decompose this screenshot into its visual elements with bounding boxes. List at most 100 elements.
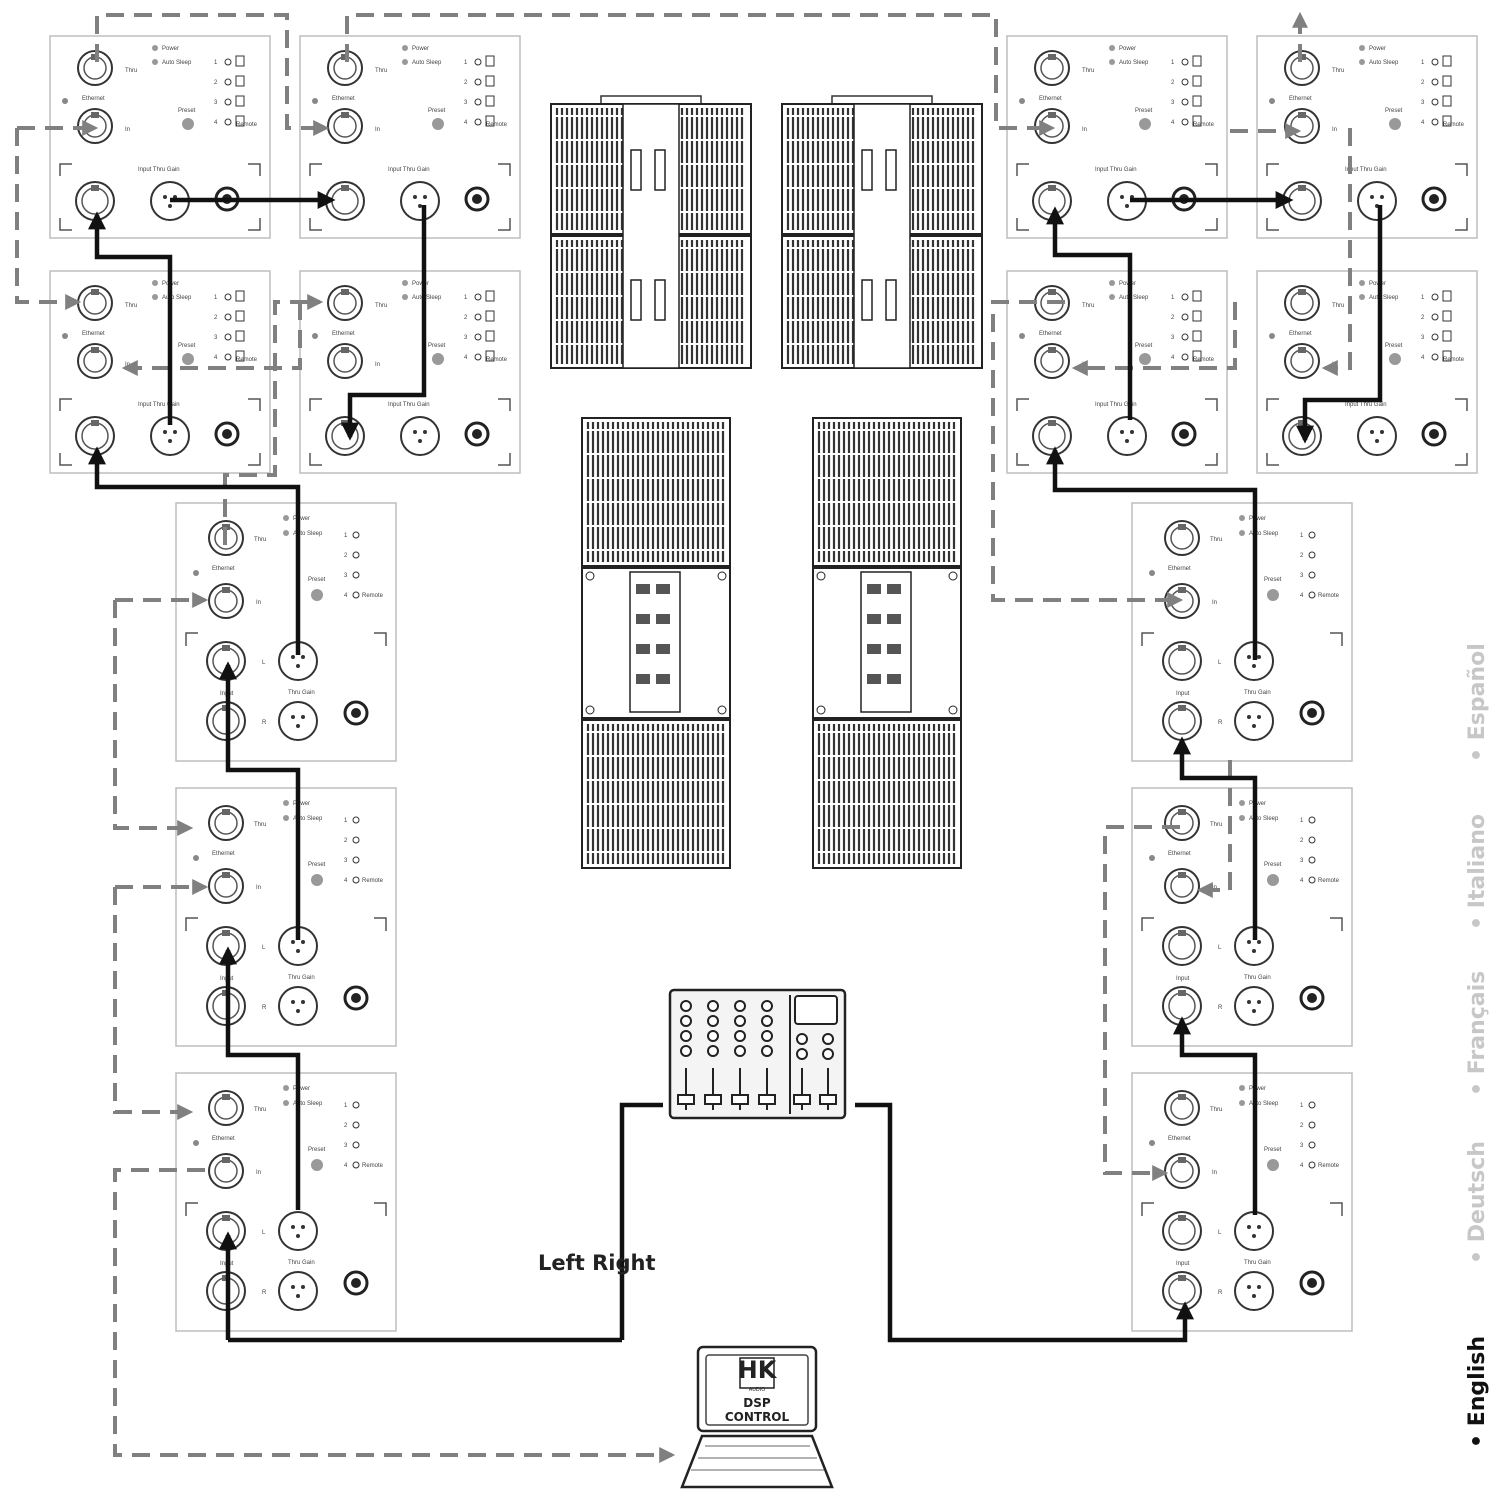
preset-number-n2: 2: [1300, 1123, 1304, 1129]
preset-label: Preset: [1264, 1147, 1282, 1153]
preset-number-n1: 1: [1421, 295, 1425, 301]
thru-gain-label: Thru Gain: [1244, 1260, 1271, 1266]
ethernet-label: Ethernet: [1039, 331, 1062, 337]
preset-number-n1: 1: [1300, 818, 1304, 824]
remote-label: Remote: [1443, 357, 1465, 363]
audio-cable-12: [1173, 736, 1258, 940]
thru-gain-label: Thru Gain: [288, 1260, 315, 1266]
preset-number-n1: 1: [344, 533, 348, 539]
ethernet-in-port: [1164, 868, 1200, 904]
ethernet-in-port: [208, 1153, 244, 1189]
preset-number-n2: 2: [1171, 315, 1175, 321]
network-cable-11: [1196, 760, 1232, 898]
sub-stack-right: [812, 417, 962, 869]
ethernet-label: Ethernet: [1289, 96, 1312, 102]
preset-number-n4: 4: [1171, 355, 1175, 361]
audio-cable-5: [219, 946, 301, 1210]
in-label: In: [375, 362, 380, 368]
preset-label: Preset: [178, 108, 196, 114]
in-label: In: [375, 127, 380, 133]
input-combo-jack: [325, 416, 365, 456]
lang-tab-francais[interactable]: • Français: [1465, 971, 1490, 1096]
gain-knob: [1299, 700, 1325, 726]
remote-label: Remote: [236, 122, 258, 128]
thru-label: Thru: [1332, 303, 1344, 309]
audio-cable-16: [1296, 205, 1383, 444]
auto-sleep-label: Auto Sleep: [162, 60, 192, 66]
power-label: Power: [1249, 1086, 1266, 1092]
input-label: Input: [1176, 691, 1190, 697]
lang-tab-espanol[interactable]: • Español: [1465, 643, 1490, 762]
preset-label: Preset: [178, 343, 196, 349]
preset-number-n3: 3: [214, 335, 218, 341]
r-label: R: [1218, 1290, 1223, 1296]
lang-tab-english[interactable]: • English: [1465, 1336, 1490, 1448]
preset-number-n3: 3: [464, 335, 468, 341]
thru-label: Thru: [1082, 303, 1094, 309]
auto-sleep-label: Auto Sleep: [293, 531, 323, 537]
preset-number-n1: 1: [1421, 60, 1425, 66]
auto-sleep-label: Auto Sleep: [1249, 531, 1279, 537]
preset-label: Preset: [1135, 108, 1153, 114]
auto-sleep-label: Auto Sleep: [1249, 1101, 1279, 1107]
in-label: In: [256, 885, 261, 891]
remote-label: Remote: [362, 878, 384, 884]
gain-knob: [1299, 985, 1325, 1011]
power-label: Power: [1249, 516, 1266, 522]
preset-number-n4: 4: [214, 120, 218, 126]
thru-r-xlr: [278, 986, 318, 1026]
lang-tab-deutsch[interactable]: • Deutsch: [1465, 1141, 1490, 1264]
network-cable-13: [223, 294, 324, 545]
ethernet-in-port: [1284, 108, 1320, 144]
input-thru-gain-label: Input Thru Gain: [138, 402, 180, 408]
preset-number-n4: 4: [1171, 120, 1175, 126]
lang-tab-italiano[interactable]: • Italiano: [1465, 814, 1490, 930]
sub-stack-right-sub-top: [812, 417, 962, 567]
input-thru-gain-label: Input Thru Gain: [1345, 167, 1387, 173]
preset-label: Preset: [308, 1147, 326, 1153]
network-cable-10: [991, 300, 1184, 608]
remote-label: Remote: [486, 357, 508, 363]
power-label: Power: [293, 801, 310, 807]
r-label: R: [262, 1005, 267, 1011]
input-thru-gain-label: Input Thru Gain: [1345, 402, 1387, 408]
power-label: Power: [412, 46, 429, 52]
ethernet-in-port: [1284, 343, 1320, 379]
power-label: Power: [162, 46, 179, 52]
gain-knob: [343, 700, 369, 726]
network-cables: [15, 11, 1352, 1463]
ethernet-thru-port: [77, 285, 113, 321]
gain-knob: [1421, 421, 1447, 447]
thru-label: Thru: [375, 68, 387, 74]
preset-number-n3: 3: [1171, 100, 1175, 106]
l-label: L: [1218, 945, 1222, 951]
preset-number-n1: 1: [214, 295, 218, 301]
ethernet-label: Ethernet: [332, 331, 355, 337]
thru-xlr-jack: [1357, 181, 1397, 221]
dsp-label: DSP: [743, 1396, 771, 1410]
thru-label: Thru: [254, 537, 266, 543]
ethernet-label: Ethernet: [82, 96, 105, 102]
preset-label: Preset: [428, 343, 446, 349]
preset-number-n4: 4: [1300, 1163, 1304, 1169]
remote-label: Remote: [1193, 122, 1215, 128]
thru-gain-label: Thru Gain: [288, 975, 315, 981]
thru-label: Thru: [1082, 68, 1094, 74]
thru-r-xlr: [1234, 701, 1274, 741]
ethernet-in-port: [327, 343, 363, 379]
speaker-stack-group: [550, 95, 983, 869]
hk-logo: HK: [738, 1356, 778, 1384]
control-label: CONTROL: [725, 1410, 790, 1424]
gain-knob: [343, 985, 369, 1011]
preset-number-n2: 2: [464, 315, 468, 321]
thru-l-xlr: [278, 1211, 318, 1251]
thru-label: Thru: [1210, 822, 1222, 828]
network-cable-2: [345, 13, 1056, 136]
preset-number-n4: 4: [1421, 120, 1425, 126]
power-label: Power: [293, 1086, 310, 1092]
hk-logo-sub: AUDIO: [749, 1387, 765, 1393]
thru-label: Thru: [254, 822, 266, 828]
